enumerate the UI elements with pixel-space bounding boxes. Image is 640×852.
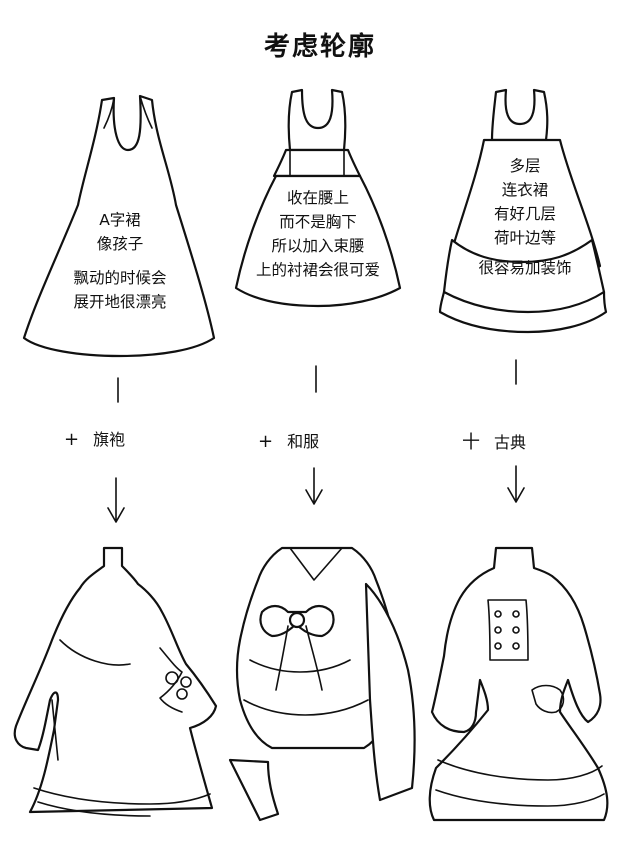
plus-symbol: + [64,429,80,450]
a-line-dress-icon [22,94,216,358]
layered-dress-icon [438,88,608,334]
note-line: 飘动的时候会 [73,269,167,287]
plus-symbol: + [258,431,274,452]
note-line: 所以加入束腰 [271,237,365,255]
note-line: 有好几层 [493,205,556,223]
note-line: A字裙 [99,211,141,229]
arrow-3-icon [507,359,525,503]
note-line: 收在腰上 [286,189,349,207]
note-line: 展开地很漂亮 [73,293,167,311]
kimono-dress-icon [228,546,416,822]
note-layered: 多层 连衣裙 有好几层 荷叶边等 很容易加装饰 [440,154,610,280]
arrow-2-icon [305,365,323,505]
note-line: 荷叶边等 [493,229,556,247]
plus-label-text: 旗袍 [93,430,126,449]
plus-label-text: 和服 [287,432,320,451]
plus-label-classical: 十古典 [462,428,526,454]
page-title: 考虑轮廓 [263,32,376,62]
note-line: 多层 [509,157,541,175]
note-a-line: A字裙 像孩子 飘动的时候会 展开地很漂亮 [40,208,200,314]
note-line: 连衣裙 [501,181,549,199]
waisted-dress-icon [234,88,402,308]
arrow-1-icon [107,377,125,523]
note-line: 很容易加装饰 [478,259,572,277]
plus-label-qipao: + 旗袍 [64,426,125,450]
note-line: 上的衬裙会很可爱 [255,261,380,279]
note-line: 而不是胸下 [279,213,357,231]
note-line: 像孩子 [96,235,144,253]
note-waisted: 收在腰上 而不是胸下 所以加入束腰 上的衬裙会很可爱 [228,186,408,282]
plus-symbol: 十 [462,432,480,453]
plus-label-kimono: + 和服 [258,428,319,452]
qipao-dress-icon [13,546,218,817]
classical-dress-icon [428,546,609,822]
plus-label-text: 古典 [494,433,527,452]
